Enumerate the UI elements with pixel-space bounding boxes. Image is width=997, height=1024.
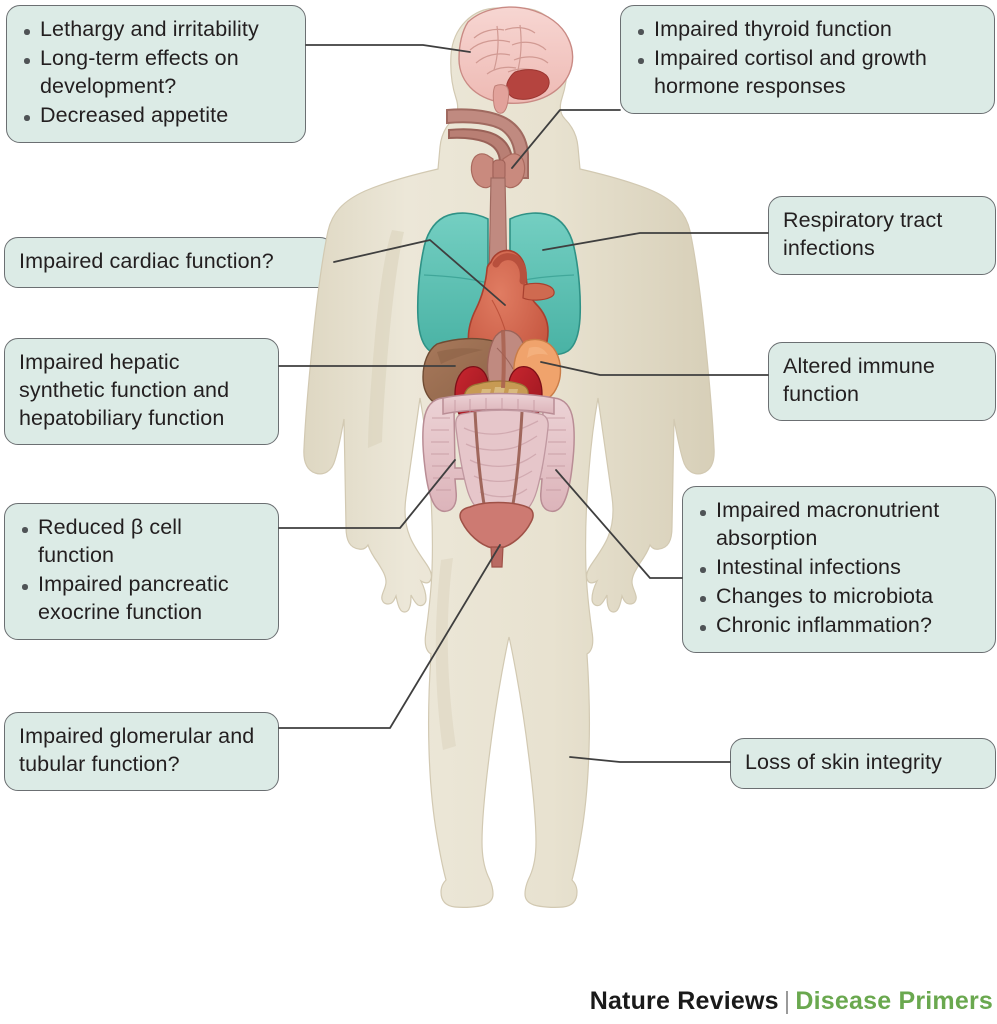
urinary-system — [459, 411, 534, 568]
list-item: Reduced β cell function — [19, 514, 264, 570]
callout-immune-effects[interactable]: Altered immune function — [768, 342, 996, 421]
stomach-organ — [486, 329, 528, 396]
heart-organ — [467, 249, 555, 375]
leader-neuro — [305, 44, 471, 53]
colon-organ — [422, 392, 575, 513]
callout-respiratory-effects[interactable]: Respiratory tract infections — [768, 196, 996, 275]
endocrine-list: Impaired thyroid function Impaired corti… — [635, 16, 980, 101]
leader-skin — [569, 756, 731, 763]
journal-branding: Nature Reviews|Disease Primers — [590, 987, 993, 1016]
leader-immune — [540, 361, 769, 376]
small-intestine-organ — [455, 409, 549, 517]
list-item: Intestinal infections — [697, 554, 981, 582]
thyroid-organ — [470, 153, 526, 189]
branding-separator: | — [783, 987, 791, 1015]
esophagus-organ — [446, 108, 529, 183]
trachea-organ — [487, 177, 509, 329]
list-item: Changes to microbiota — [697, 583, 981, 611]
callout-text: Impaired glomerular and tubular function… — [19, 724, 255, 776]
list-item: Impaired macronutrient absorption — [697, 497, 981, 553]
callout-text: Impaired cardiac function? — [19, 249, 274, 273]
body-silhouette — [303, 7, 715, 908]
aorta-vessel — [501, 329, 506, 389]
leader-renal — [278, 544, 501, 729]
callout-text: Impaired hepatic synthetic function and … — [19, 350, 230, 430]
journal-series: Disease Primers — [795, 987, 993, 1015]
callout-text: Altered immune function — [783, 354, 935, 406]
callout-pancreatic-effects[interactable]: Reduced β cell function Impaired pancrea… — [4, 503, 279, 640]
callout-cardiac-effects[interactable]: Impaired cardiac function? — [4, 237, 334, 288]
list-item: Impaired thyroid function — [635, 16, 980, 44]
list-item: Decreased appetite — [21, 102, 291, 130]
brain-organ — [458, 6, 574, 114]
journal-name: Nature Reviews — [589, 987, 779, 1015]
pancreas-list: Reduced β cell function Impaired pancrea… — [19, 514, 264, 627]
callout-text: Loss of skin integrity — [745, 750, 942, 774]
leader-endocrine — [511, 109, 621, 169]
neuro-list: Lethargy and irritability Long-term effe… — [21, 16, 291, 130]
list-item: Impaired pancreatic exocrine function — [19, 571, 264, 627]
spleen-organ — [513, 338, 562, 403]
kidneys-organ — [454, 365, 543, 425]
callout-hepatic-effects[interactable]: Impaired hepatic synthetic function and … — [4, 338, 279, 445]
leader-pancreas — [278, 459, 456, 529]
callout-skin-effects[interactable]: Loss of skin integrity — [730, 738, 996, 789]
callout-renal-effects[interactable]: Impaired glomerular and tubular function… — [4, 712, 279, 791]
leader-gi — [555, 469, 683, 579]
list-item: Impaired cortisol and growth hormone res… — [635, 45, 980, 101]
list-item: Long-term effects on development? — [21, 45, 291, 101]
pancreas-organ — [463, 380, 529, 411]
list-item: Lethargy and irritability — [21, 16, 291, 44]
list-item: Chronic inflammation? — [697, 612, 981, 640]
callout-text: Respiratory tract infections — [783, 208, 943, 260]
callout-endocrine-effects[interactable]: Impaired thyroid function Impaired corti… — [620, 5, 995, 114]
liver-organ — [422, 337, 513, 412]
gi-list: Impaired macronutrient absorption Intest… — [697, 497, 981, 640]
leader-respiratory — [542, 232, 769, 251]
leader-cardiac — [333, 239, 506, 306]
lungs-organ — [416, 212, 582, 356]
callout-gastrointestinal-effects[interactable]: Impaired macronutrient absorption Intest… — [682, 486, 996, 653]
callout-neurological-effects[interactable]: Lethargy and irritability Long-term effe… — [6, 5, 306, 143]
